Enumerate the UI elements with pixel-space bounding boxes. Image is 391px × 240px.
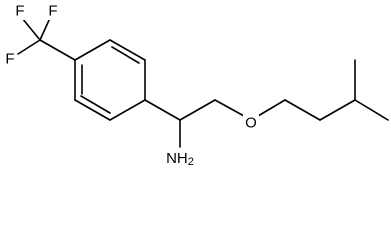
bond-ring-1 (74, 39, 111, 61)
amine-nh-label: NH (166, 150, 188, 167)
atom-fluorine-top-right: F (48, 3, 57, 20)
bond-o-to-ch2 (257, 99, 286, 117)
bond-ring-to-ch (144, 99, 181, 121)
bond-ring-double-1 (111, 46, 140, 64)
atom-fluorine-top-left: F (15, 3, 24, 20)
bond-cf3-f-top-right (39, 17, 51, 41)
bond-ring-5 (74, 99, 111, 121)
chemical-structure: F F F O NH2 (3, 2, 389, 168)
bond-isopentyl-branch-down (354, 99, 389, 121)
bond-ring-2 (109, 39, 146, 61)
bond-ch-to-ch2 (179, 99, 216, 121)
bond-isopentyl-1 (284, 99, 321, 121)
bond-isopentyl-2 (319, 99, 356, 121)
bond-lines (17, 17, 389, 148)
bond-cf3-f-left (17, 39, 41, 55)
atom-oxygen: O (245, 115, 257, 132)
bond-cf3-to-ring (39, 39, 76, 61)
bond-cf3-f-top-left (21, 17, 41, 41)
bond-ring-double-2 (80, 95, 111, 114)
bond-ch2-to-o (214, 99, 245, 117)
atom-fluorine-left: F (5, 51, 14, 68)
bond-ring-4 (109, 99, 146, 121)
atom-amine: NH2 (166, 150, 194, 169)
atom-labels: F F F O NH2 (3, 2, 259, 168)
amine-subscript-label: 2 (188, 156, 194, 168)
